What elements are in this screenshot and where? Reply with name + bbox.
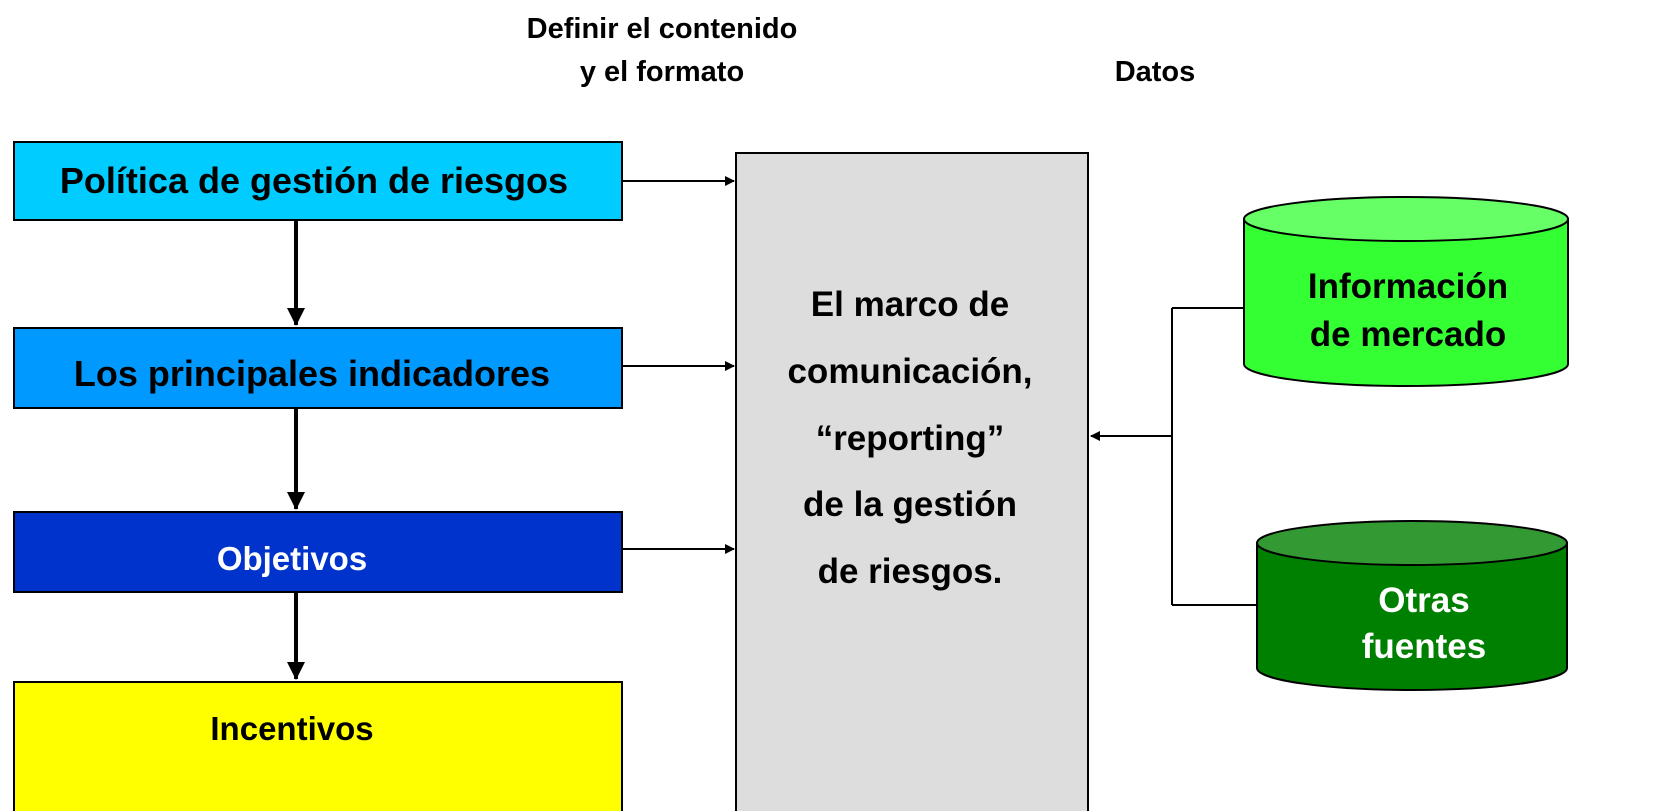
framework-line-5: de riesgos. xyxy=(818,552,1003,591)
incentives-box-label: Incentivos xyxy=(210,710,373,747)
reporting-framework-box: El marco de comunicación, “reporting” de… xyxy=(735,152,1089,811)
indicators-box-label: Los principales indicadores xyxy=(74,353,550,394)
data-sources-connector xyxy=(1090,307,1258,606)
indicators-box: Los principales indicadores xyxy=(13,327,623,409)
other-cylinder-top xyxy=(1256,520,1568,566)
header-define-content-line1: Definir el contenido xyxy=(527,13,798,45)
framework-line-3: “reporting” xyxy=(816,419,1005,458)
objectives-box: Objetivos xyxy=(13,511,623,593)
policy-box-shape xyxy=(13,141,623,221)
other-sources-line1: Otras xyxy=(1378,581,1469,620)
framework-line-4: de la gestión xyxy=(803,485,1017,524)
reporting-framework-shape xyxy=(735,152,1089,811)
market-information-database-icon: Información de mercado xyxy=(1243,196,1569,387)
market-cylinder-top xyxy=(1243,196,1569,242)
objectives-box-label: Objetivos xyxy=(217,540,367,577)
other-sources-line2: fuentes xyxy=(1362,627,1486,666)
policy-box-label: Política de gestión de riesgos xyxy=(60,160,568,201)
market-cylinder-body xyxy=(1243,218,1569,387)
policy-box: Política de gestión de riesgos xyxy=(13,141,623,221)
header-define-content-line2: y el formato xyxy=(580,56,744,88)
header-data: Datos xyxy=(1115,56,1196,88)
indicators-box-shape xyxy=(13,327,623,409)
market-information-line2: de mercado xyxy=(1310,315,1506,354)
other-sources-database-icon: Otras fuentes xyxy=(1256,520,1568,691)
market-information-line1: Información xyxy=(1308,267,1508,306)
incentives-box: Incentivos xyxy=(13,681,623,811)
incentives-box-shape xyxy=(13,681,623,811)
framework-line-2: comunicación, xyxy=(787,352,1032,391)
objectives-box-shape xyxy=(13,511,623,593)
framework-line-1: El marco de xyxy=(811,285,1009,324)
other-cylinder-body xyxy=(1256,542,1568,691)
